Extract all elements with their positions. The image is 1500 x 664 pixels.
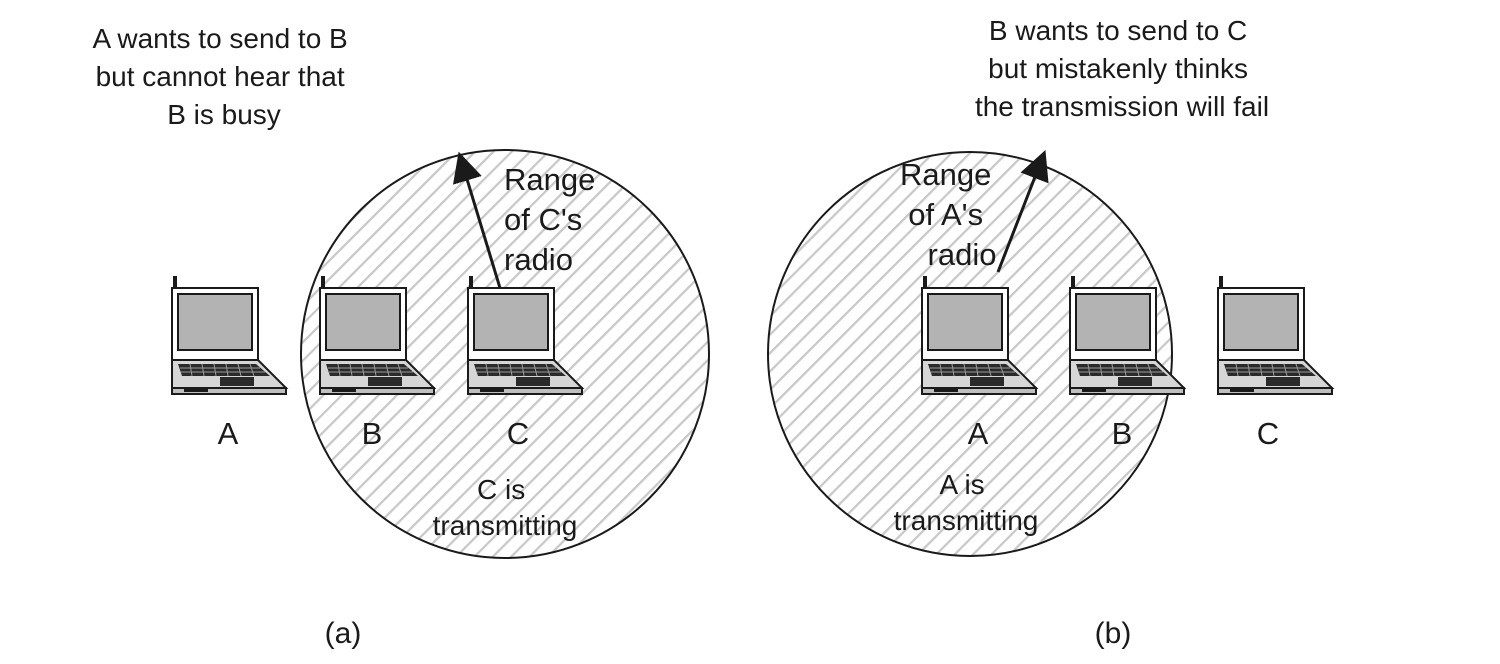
range-label-line: radio: [504, 242, 573, 277]
range-label-line: of A's: [908, 197, 983, 232]
status-line: transmitting: [894, 505, 1039, 536]
node-label-b: B: [1112, 416, 1133, 451]
status-line: A is: [940, 469, 985, 500]
panel-b: B wants to send to C but mistakenly thin…: [767, 15, 1334, 650]
status-label-c: C is transmitting: [433, 474, 578, 541]
panel-label-b: (b): [1095, 617, 1132, 650]
laptop-icon: [1216, 274, 1334, 396]
status-line: C is: [477, 474, 525, 505]
node-label-c: C: [1257, 416, 1279, 451]
panel-a-caption-line: but cannot hear that: [96, 61, 345, 92]
range-label-line: of C's: [504, 202, 582, 237]
range-arrow-icon: [996, 150, 1049, 273]
panel-a: A wants to send to B but cannot hear tha…: [92, 23, 710, 650]
range-label-line: Range: [504, 162, 595, 197]
panel-a-caption-line: A wants to send to B: [92, 23, 347, 54]
range-label-line: radio: [928, 237, 997, 272]
panel-b-caption-line: B wants to send to C: [989, 15, 1247, 46]
status-label-a: A is transmitting: [894, 469, 1039, 536]
node-label-b: B: [362, 416, 383, 451]
range-label-a: Range of A's radio: [900, 157, 1000, 272]
panel-b-caption-line: the transmission will fail: [975, 91, 1269, 122]
range-label-c: Range of C's radio: [504, 162, 604, 277]
panel-a-caption-line: B is busy: [167, 99, 281, 130]
node-label-c: C: [507, 416, 529, 451]
range-arrow-icon: [452, 151, 502, 289]
panel-a-caption: A wants to send to B but cannot hear tha…: [92, 23, 355, 130]
status-line: transmitting: [433, 510, 578, 541]
node-label-a: A: [968, 416, 989, 451]
panel-b-caption-line: but mistakenly thinks: [988, 53, 1248, 84]
panel-b-caption: B wants to send to C but mistakenly thin…: [975, 15, 1269, 122]
laptop-icon: [170, 274, 288, 396]
panel-label-a: (a): [325, 617, 362, 650]
range-label-line: Range: [900, 157, 991, 192]
node-label-a: A: [218, 416, 239, 451]
